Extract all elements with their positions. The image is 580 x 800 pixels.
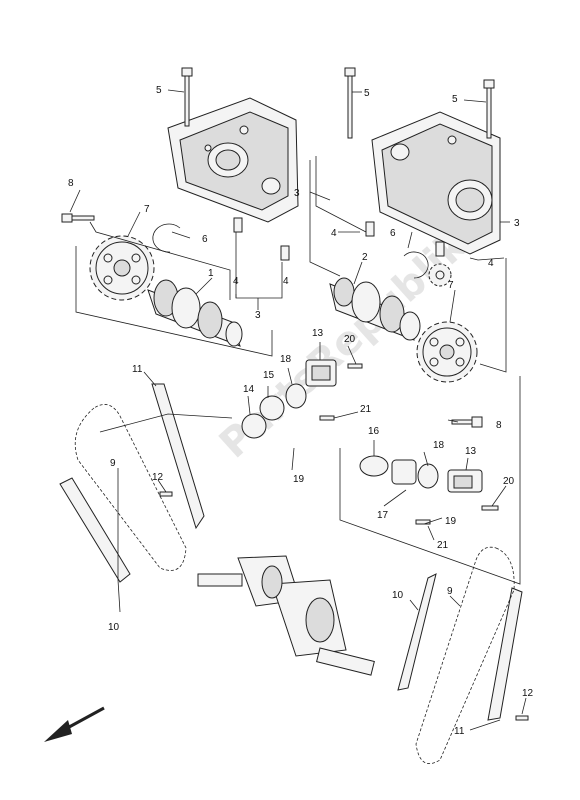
callout-2: 2 bbox=[362, 252, 368, 263]
bolt-5-right-a bbox=[344, 67, 356, 139]
camshaft-1 bbox=[147, 279, 243, 347]
chain-guide-11-right bbox=[487, 587, 523, 721]
callout-3: 3 bbox=[255, 310, 261, 321]
callout-8: 8 bbox=[68, 178, 74, 189]
dowel-pin-4-right-a bbox=[365, 221, 375, 237]
callout-20: 20 bbox=[344, 334, 356, 345]
bolt-5-right-b bbox=[483, 79, 495, 139]
chain-guide-10-right bbox=[397, 573, 437, 691]
callout-18: 18 bbox=[280, 354, 292, 365]
callout-20: 20 bbox=[503, 476, 515, 487]
bolt-21-upper bbox=[319, 415, 335, 421]
callout-6: 6 bbox=[202, 234, 208, 245]
callout-5: 5 bbox=[364, 88, 370, 99]
cam-sprocket-7-left bbox=[89, 235, 155, 301]
callout-11: 11 bbox=[454, 726, 465, 737]
callout-4: 4 bbox=[331, 228, 337, 239]
callout-12: 12 bbox=[522, 688, 534, 699]
dowel-pin-4-left-b bbox=[280, 245, 290, 261]
front-arrow-icon bbox=[44, 706, 105, 742]
callout-21: 21 bbox=[360, 404, 372, 415]
bolt-21-lower bbox=[415, 519, 431, 525]
crankshaft bbox=[197, 555, 375, 676]
chain-guide-10-left bbox=[59, 477, 131, 583]
callout-7: 7 bbox=[144, 204, 150, 215]
callout-4: 4 bbox=[488, 258, 494, 269]
tensioner-body-17 bbox=[391, 459, 417, 485]
callout-15: 15 bbox=[263, 370, 275, 381]
gasket-14 bbox=[241, 413, 267, 439]
gasket-18-lower bbox=[417, 463, 439, 489]
callout-14: 14 bbox=[243, 384, 255, 395]
bolt-8-right bbox=[451, 416, 483, 428]
bolt-20-lower bbox=[481, 505, 499, 511]
callout-1: 1 bbox=[208, 268, 214, 279]
callout-11: 11 bbox=[132, 364, 143, 375]
callout-13: 13 bbox=[465, 446, 477, 457]
callout-13: 13 bbox=[312, 328, 324, 339]
chain-guide-11-left bbox=[151, 383, 205, 530]
dowel-pin-4-right-b bbox=[435, 241, 445, 257]
cam-holder-left bbox=[167, 97, 299, 223]
callout-5: 5 bbox=[452, 94, 458, 105]
callout-7: 7 bbox=[448, 280, 454, 291]
callout-9: 9 bbox=[110, 458, 116, 469]
cam-sprocket-7-right bbox=[416, 321, 478, 383]
callout-19: 19 bbox=[293, 474, 305, 485]
callout-12: 12 bbox=[152, 472, 164, 483]
dowel-pin-4-left-a bbox=[233, 217, 243, 233]
timing-chain-9-left bbox=[74, 404, 187, 571]
circlip-6-right bbox=[403, 251, 429, 279]
gasket-18-upper bbox=[285, 383, 307, 409]
callout-9: 9 bbox=[447, 586, 453, 597]
callout-10: 10 bbox=[392, 590, 404, 601]
callout-3: 3 bbox=[294, 188, 300, 199]
gear-icon bbox=[428, 263, 452, 287]
tensioner-13-lower bbox=[447, 469, 483, 493]
cam-holder-right bbox=[371, 111, 501, 255]
callout-4: 4 bbox=[283, 276, 289, 287]
callout-19: 19 bbox=[445, 516, 457, 527]
callout-5: 5 bbox=[156, 85, 162, 96]
callout-labels: 1 2 3 3 3 4 4 4 4 5 5 5 6 6 7 7 8 8 9 9 … bbox=[68, 85, 534, 737]
timing-chain-9-right bbox=[415, 546, 515, 764]
leader-lines bbox=[69, 89, 527, 731]
bolt-8-left bbox=[61, 213, 95, 223]
callout-4: 4 bbox=[233, 276, 239, 287]
bolt-5-left bbox=[181, 67, 193, 127]
callout-21: 21 bbox=[437, 540, 449, 551]
callout-17: 17 bbox=[377, 510, 389, 521]
callout-8: 8 bbox=[496, 420, 502, 431]
gasket-15 bbox=[259, 395, 285, 421]
callout-16: 16 bbox=[368, 426, 380, 437]
circlip-6-left bbox=[152, 223, 181, 253]
callout-10: 10 bbox=[108, 622, 120, 633]
bolt-12-right bbox=[515, 715, 529, 721]
callout-3: 3 bbox=[514, 218, 520, 229]
tensioner-13-upper bbox=[305, 359, 337, 387]
callout-6: 6 bbox=[390, 228, 396, 239]
bolt-20-upper bbox=[347, 363, 363, 369]
camshaft-2 bbox=[329, 277, 421, 341]
callout-18: 18 bbox=[433, 440, 445, 451]
gasket-16 bbox=[359, 455, 389, 477]
bolt-12-left bbox=[159, 491, 173, 497]
